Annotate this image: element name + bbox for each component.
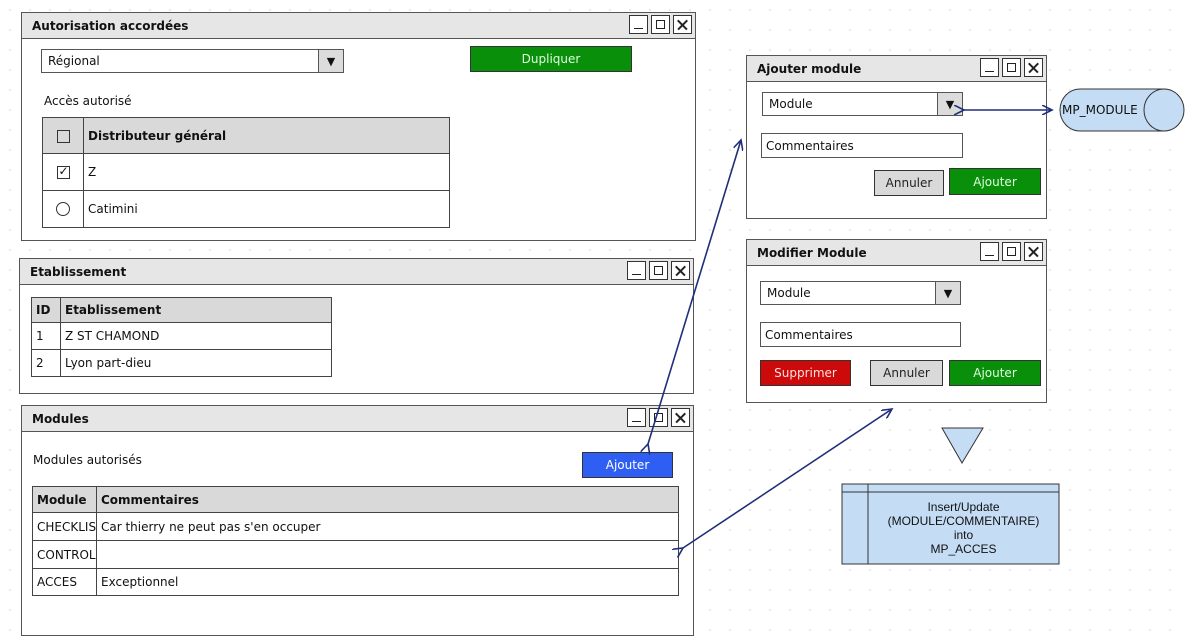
ajouter-module-window: Ajouter module Module ▼ Commentaires Ann… bbox=[746, 55, 1047, 219]
modules-label: Modules autorisés bbox=[33, 453, 142, 467]
access-label: Accès autorisé bbox=[44, 94, 132, 108]
process-text: Insert/Update (MODULE/COMMENTAIRE) into … bbox=[868, 500, 1059, 556]
etablissement-window: Etablissement ID Etablissement 1 Z ST CH… bbox=[19, 258, 694, 394]
close-icon[interactable] bbox=[673, 15, 692, 34]
select-all-checkbox[interactable] bbox=[56, 129, 70, 143]
process-line: into bbox=[953, 528, 974, 542]
minimize-icon[interactable] bbox=[627, 261, 646, 280]
region-select-value: Régional bbox=[48, 54, 100, 68]
window-title: Modules bbox=[32, 411, 89, 426]
distributor-table: Distributeur général Z Catimini bbox=[42, 117, 450, 228]
chevron-down-icon[interactable]: ▼ bbox=[935, 282, 960, 304]
autorisation-titlebar: Autorisation accordées bbox=[22, 13, 695, 39]
row-name: Z bbox=[83, 153, 450, 191]
chevron-down-icon[interactable]: ▼ bbox=[937, 93, 962, 115]
arrow-modify-module-link bbox=[683, 409, 892, 548]
comment-input[interactable]: Commentaires bbox=[760, 322, 961, 347]
delete-button[interactable]: Supprimer bbox=[760, 360, 851, 386]
minimize-icon[interactable] bbox=[980, 58, 999, 77]
cell-comment: Exceptionnel bbox=[96, 568, 679, 596]
cell-module: CONTROL bbox=[32, 540, 97, 569]
minimize-icon[interactable] bbox=[629, 15, 648, 34]
column-header-commentaires: Commentaires bbox=[96, 486, 679, 513]
window-title: Etablissement bbox=[30, 264, 127, 279]
row-name: Catimini bbox=[83, 190, 450, 228]
maximize-icon[interactable] bbox=[649, 408, 668, 427]
minimize-icon[interactable] bbox=[627, 408, 646, 427]
modifier-module-titlebar: Modifier Module bbox=[747, 240, 1046, 266]
cancel-button[interactable]: Annuler bbox=[874, 170, 944, 196]
process-line: (MODULE/COMMENTAIRE) bbox=[887, 514, 1040, 528]
comment-input[interactable]: Commentaires bbox=[761, 133, 963, 158]
triangle-down-icon bbox=[941, 427, 984, 464]
row-radio[interactable] bbox=[56, 202, 70, 217]
add-button[interactable]: Ajouter bbox=[949, 168, 1041, 195]
cell-comment: Car thierry ne peut pas s'en occuper bbox=[96, 512, 679, 541]
column-header-id: ID bbox=[31, 297, 61, 323]
row-checkbox[interactable] bbox=[56, 164, 70, 179]
maximize-icon[interactable] bbox=[1002, 242, 1021, 261]
module-select[interactable]: Module ▼ bbox=[762, 92, 963, 116]
table-row[interactable]: 2 Lyon part-dieu bbox=[31, 349, 332, 377]
cell-module: CHECKLIS bbox=[32, 512, 97, 541]
add-module-button[interactable]: Ajouter bbox=[582, 452, 673, 478]
duplicate-button[interactable]: Dupliquer bbox=[470, 46, 632, 72]
table-row[interactable]: Z bbox=[42, 153, 450, 191]
module-select-value: Module bbox=[769, 97, 813, 111]
etablissement-titlebar: Etablissement bbox=[20, 259, 693, 285]
close-icon[interactable] bbox=[671, 408, 690, 427]
close-icon[interactable] bbox=[671, 261, 690, 280]
header-checkbox-cell bbox=[42, 117, 84, 154]
autorisation-window: Autorisation accordées Régional ▼ Dupliq… bbox=[21, 12, 696, 241]
modules-titlebar: Modules bbox=[22, 406, 693, 432]
minimize-icon[interactable] bbox=[980, 242, 999, 261]
modules-window: Modules Modules autorisés Ajouter Module… bbox=[21, 405, 694, 636]
ajouter-module-titlebar: Ajouter module bbox=[747, 56, 1046, 82]
database-label: MP_MODULE bbox=[1062, 103, 1138, 117]
table-row[interactable]: 1 Z ST CHAMOND bbox=[31, 322, 332, 350]
table-row[interactable]: CHECKLIS Car thierry ne peut pas s'en oc… bbox=[32, 512, 679, 541]
maximize-icon[interactable] bbox=[1002, 58, 1021, 77]
table-row[interactable]: CONTROL bbox=[32, 540, 679, 569]
column-header-module: Module bbox=[32, 486, 97, 513]
maximize-icon[interactable] bbox=[651, 15, 670, 34]
cell-id: 2 bbox=[31, 349, 61, 377]
cell-name: Lyon part-dieu bbox=[60, 349, 332, 377]
cell-id: 1 bbox=[31, 322, 61, 350]
close-icon[interactable] bbox=[1024, 242, 1043, 261]
window-title: Autorisation accordées bbox=[32, 18, 189, 33]
cell-name: Z ST CHAMOND bbox=[60, 322, 332, 350]
etablissement-table: ID Etablissement 1 Z ST CHAMOND 2 Lyon p… bbox=[31, 297, 332, 377]
region-select[interactable]: Régional ▼ bbox=[41, 49, 344, 73]
process-line: Insert/Update bbox=[927, 500, 1000, 514]
modifier-module-window: Modifier Module Module ▼ Commentaires Su… bbox=[746, 239, 1047, 403]
table-row[interactable]: ACCES Exceptionnel bbox=[32, 568, 679, 596]
column-header-etablissement: Etablissement bbox=[60, 297, 332, 323]
chevron-down-icon[interactable]: ▼ bbox=[318, 50, 343, 72]
module-select[interactable]: Module ▼ bbox=[760, 281, 961, 305]
cell-comment bbox=[96, 540, 679, 569]
close-icon[interactable] bbox=[1024, 58, 1043, 77]
modules-table: Module Commentaires CHECKLIS Car thierry… bbox=[32, 486, 679, 596]
process-line: MP_ACCES bbox=[930, 542, 997, 556]
add-button[interactable]: Ajouter bbox=[949, 360, 1041, 386]
maximize-icon[interactable] bbox=[649, 261, 668, 280]
window-title: Ajouter module bbox=[757, 61, 862, 76]
window-title: Modifier Module bbox=[757, 245, 867, 260]
module-select-value: Module bbox=[767, 286, 811, 300]
cell-module: ACCES bbox=[32, 568, 97, 596]
table-header-distributeur: Distributeur général bbox=[83, 117, 450, 154]
table-row[interactable]: Catimini bbox=[42, 190, 450, 228]
cancel-button[interactable]: Annuler bbox=[870, 360, 943, 386]
